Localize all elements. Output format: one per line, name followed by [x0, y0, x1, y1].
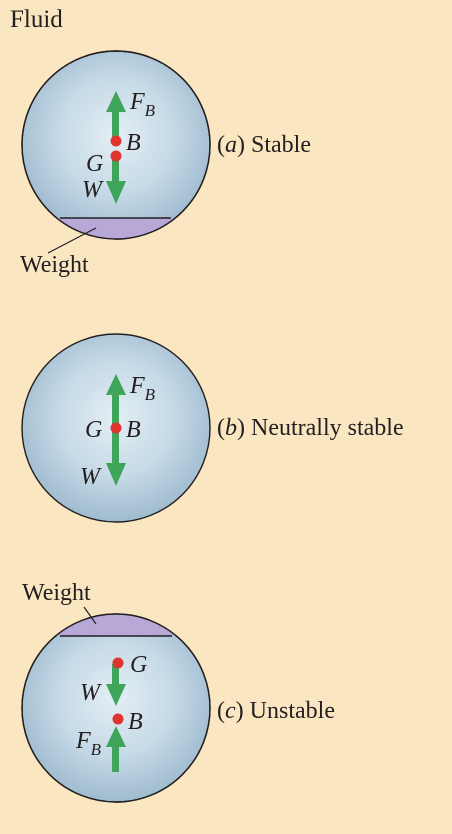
label-b: B — [128, 709, 143, 735]
caption-unstable: (c) Unstable — [217, 698, 335, 724]
label-w: W — [82, 177, 104, 203]
weight-label: Weight — [20, 252, 89, 278]
buoyant-force-arrow-head — [106, 374, 126, 395]
center-of-gravity-point — [110, 150, 122, 162]
weight-leader-line — [47, 227, 97, 254]
sphere-outline — [21, 50, 211, 240]
label-b: B — [126, 130, 141, 156]
label-fb: FB — [129, 89, 156, 120]
sphere-outline — [21, 613, 211, 803]
center-of-gravity-point — [112, 657, 124, 669]
weight-force-arrow-shaft — [112, 664, 119, 686]
weight-force-arrow-shaft — [112, 430, 119, 466]
panel-unstable: G W B FB Weight (c) Unstable — [21, 580, 335, 803]
buoyant-force-arrow-head — [106, 726, 126, 747]
label-g: G — [130, 652, 147, 678]
label-fb: FB — [129, 373, 156, 404]
label-g: G — [86, 151, 103, 177]
buoyant-force-arrow-shaft — [112, 744, 119, 772]
label-w: W — [80, 464, 102, 490]
center-of-buoyancy-point — [112, 713, 124, 725]
weight-force-arrow-shaft — [112, 157, 119, 183]
buoyant-force-arrow-shaft — [112, 392, 119, 426]
center-of-buoyancy-point — [110, 135, 122, 147]
caption-stable: (a) Stable — [217, 132, 311, 158]
buoyant-force-arrow-shaft — [112, 110, 119, 142]
weight-force-arrow-head — [106, 181, 126, 204]
weight-force-arrow-head — [106, 684, 126, 706]
label-w: W — [80, 680, 102, 706]
buoyant-force-arrow-head — [106, 91, 126, 112]
panel-stable: FB B G W Weight (a) Stable — [20, 50, 311, 278]
weight-force-arrow-head — [106, 463, 126, 486]
weight-label: Weight — [22, 580, 91, 606]
label-b: B — [126, 417, 141, 443]
weight-leader-line — [83, 606, 97, 625]
label-fb: FB — [75, 728, 102, 759]
weight-block — [22, 218, 210, 239]
caption-neutral: (b) Neutrally stable — [217, 415, 404, 441]
center-of-gravity-and-buoyancy-point — [110, 422, 122, 434]
sphere — [21, 613, 211, 803]
panel-neutral: FB G B W (b) Neutrally stable — [21, 333, 404, 523]
label-g: G — [85, 417, 102, 443]
fluid-title: Fluid — [10, 6, 63, 33]
